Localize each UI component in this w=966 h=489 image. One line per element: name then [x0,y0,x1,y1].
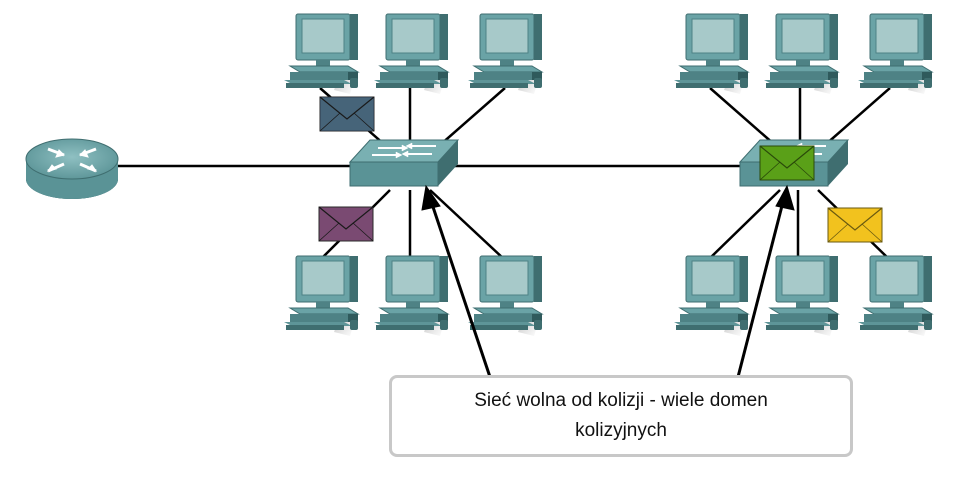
caption-box: Sieć wolna od kolizji - wiele domen koli… [389,375,853,457]
arrowhead-switch2 [775,184,795,211]
router-icon [25,138,119,199]
desktop-computer-icon [283,255,359,337]
callout-arrows [421,184,795,378]
desktop-computer-icon [373,255,449,337]
desktop-computer-icon [673,255,749,337]
envelope-icon [759,145,815,181]
switch-icon [349,139,459,187]
arrowhead-switch1 [421,184,441,211]
desktop-computer-icon [763,13,839,95]
caption-text: Sieć wolna od kolizji - wiele domen koli… [474,390,768,441]
arrow-to-switch1 [428,197,492,378]
desktop-computer-icon [467,13,543,95]
desktop-computer-icon [763,255,839,337]
desktop-computer-icon [857,255,933,337]
desktop-computer-icon [283,13,359,95]
desktop-computer-icon [673,13,749,95]
desktop-computer-icon [373,13,449,95]
envelope-icon [319,96,375,132]
envelope-icon [318,206,374,242]
arrow-to-switch2 [736,197,786,378]
desktop-computer-icon [857,13,933,95]
envelope-icon [827,207,883,243]
desktop-computer-icon [467,255,543,337]
